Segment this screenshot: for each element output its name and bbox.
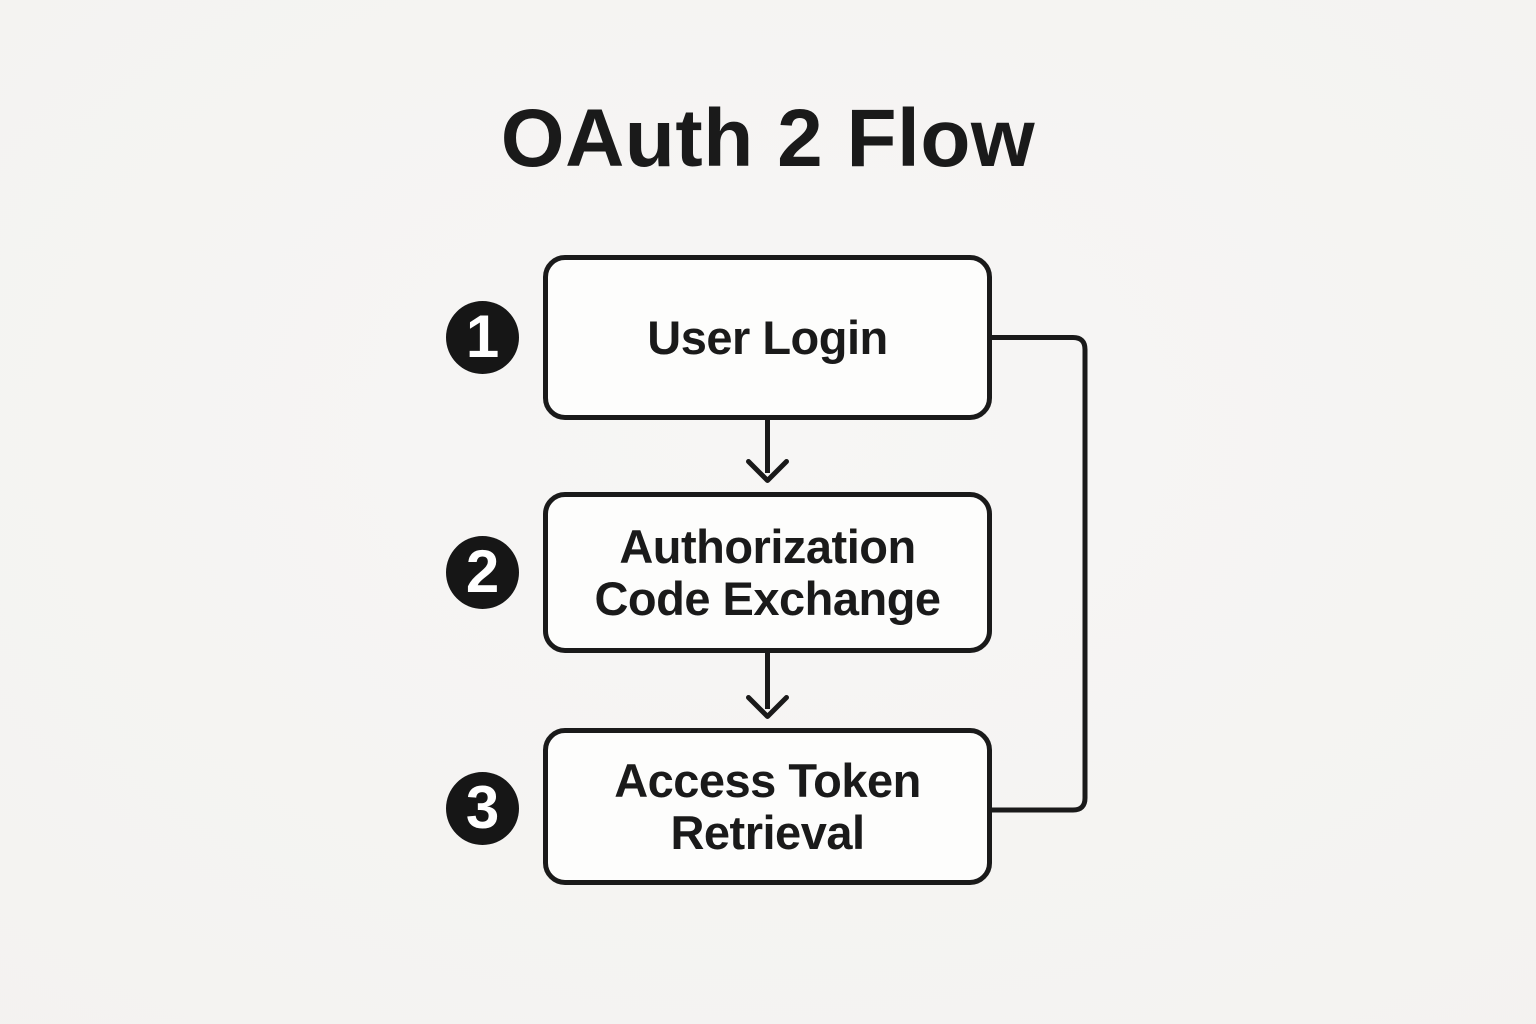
node-label-line: Retrieval <box>670 805 865 859</box>
step-number: 1 <box>465 302 500 370</box>
node-authorization-code-exchange: Authorization Code Exchange <box>543 492 992 653</box>
node-label-line: User Login <box>647 310 888 364</box>
connector-arrow-1 <box>746 420 789 483</box>
step-number: 3 <box>465 773 500 841</box>
step-badge-1: 1 <box>446 301 519 374</box>
loop-connector-line <box>992 335 1088 813</box>
node-label-line: Code Exchange <box>594 571 941 625</box>
step-number: 2 <box>465 537 500 605</box>
connector-arrow-2 <box>746 653 789 719</box>
node-user-login: User Login <box>543 255 992 420</box>
node-label-line: Authorization <box>619 519 916 573</box>
node-access-token-retrieval: Access Token Retrieval <box>543 728 992 885</box>
arrow-down-icon <box>746 695 789 719</box>
diagram-title: OAuth 2 Flow <box>500 93 1036 184</box>
arrow-down-icon <box>746 459 789 483</box>
step-badge-3: 3 <box>446 772 519 845</box>
node-label-line: Access Token <box>614 753 921 807</box>
step-badge-2: 2 <box>446 536 519 609</box>
